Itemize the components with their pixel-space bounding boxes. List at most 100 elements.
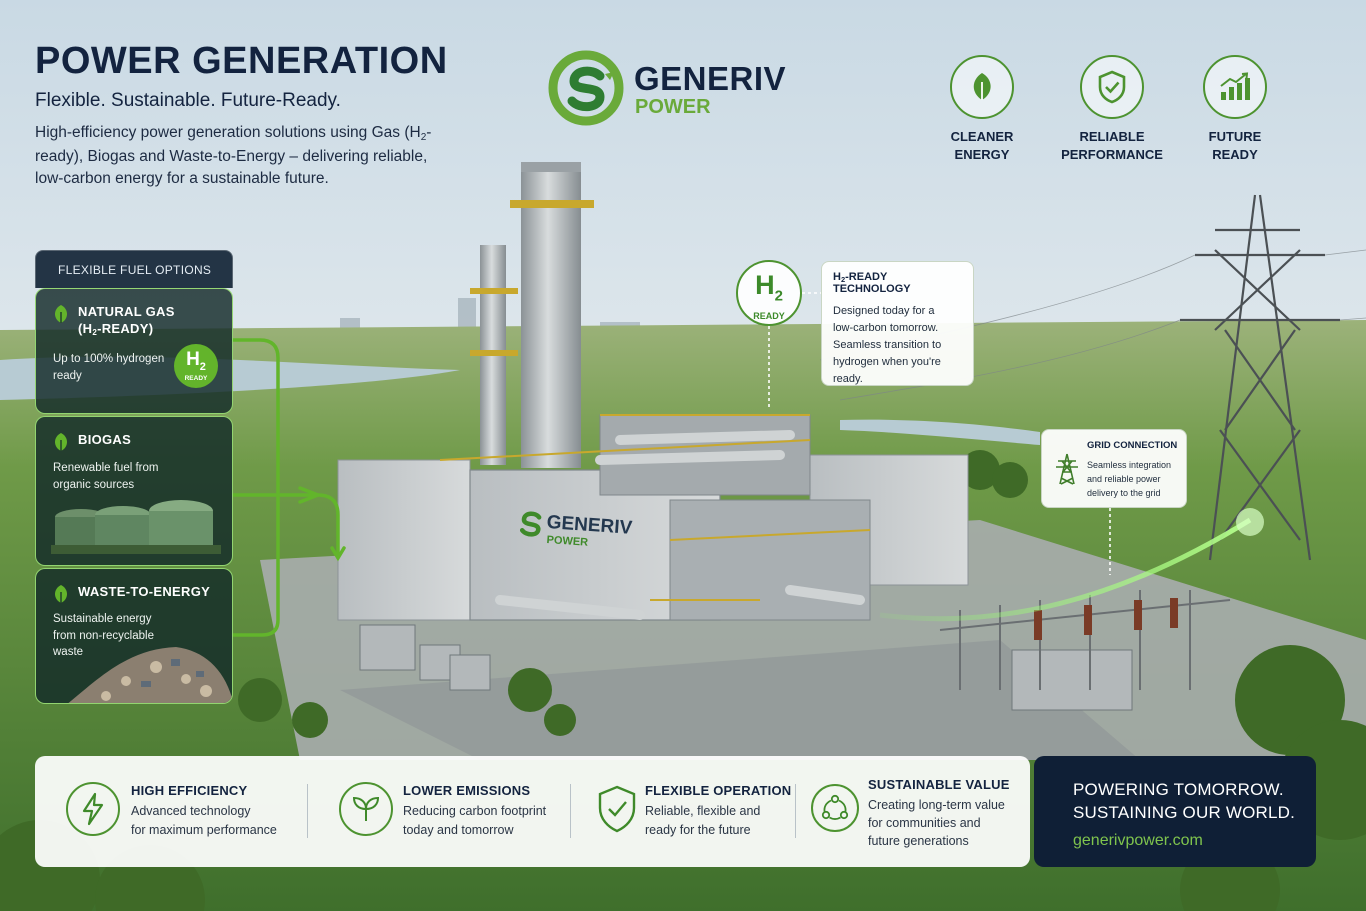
feature-line-1: Reliable, flexible and <box>645 804 761 818</box>
plant-wall-logo: GENERIV POWER <box>514 506 637 564</box>
sprout-icon <box>339 782 393 836</box>
callout-line-2: and reliable power <box>1087 474 1161 484</box>
feature-line-2: today and tomorrow <box>403 823 514 837</box>
lightning-icon <box>66 782 120 836</box>
callout-line-2: low-carbon tomorrow. <box>833 322 939 334</box>
intro-text: High-efficiency power generation solutio… <box>35 122 435 190</box>
feature-line-1: Creating long-term value <box>868 798 1005 812</box>
tagline-line-2: SUSTAINING OUR WORLD. <box>1073 803 1296 822</box>
page-title: POWER GENERATION <box>35 40 448 82</box>
h2-badge-letter: H <box>186 349 200 370</box>
fuel-desc-line-1: Up to 100% hydrogen <box>53 353 165 365</box>
intro-text-part-2: -ready), Biogas and Waste-to-Energy – de… <box>35 124 432 187</box>
logo-swirl-icon <box>519 511 542 537</box>
feature-title: HIGH EFFICIENCY <box>131 783 248 798</box>
fuel-name: WASTE-TO-ENERGY <box>78 584 211 599</box>
callout-title-subscript: 2 <box>840 275 846 284</box>
tagline-panel: POWERING TOMORROW. SUSTAINING OUR WORLD.… <box>1034 756 1316 867</box>
fuel-options-panel: FLEXIBLE FUEL OPTIONS NATURAL GAS(H2-REA… <box>35 250 233 704</box>
callout-line-1: Designed today for a <box>833 305 935 317</box>
logo-submark: POWER <box>635 96 711 118</box>
fuel-description: Up to 100% hydrogen ready <box>53 351 164 384</box>
fuel-desc-line-2: ready <box>53 369 82 382</box>
leaf-icon <box>950 55 1014 119</box>
fuel-panel-header: FLEXIBLE FUEL OPTIONS <box>35 250 233 288</box>
divider <box>570 784 571 838</box>
h2-badge-ready: READY <box>753 311 785 322</box>
shield-check-icon <box>1080 55 1144 119</box>
feature-line-2: ready for the future <box>645 823 751 837</box>
callout-title-part-b: -READY TECHNOLOGY <box>833 271 911 295</box>
badge-future-ready: FUTURE READY <box>1170 55 1300 164</box>
grid-connection-callout: GRID CONNECTION Seamless integration and … <box>1041 429 1187 508</box>
fuel-name: BIOGAS <box>78 432 132 447</box>
feature-sustainable-value: SUSTAINABLE VALUE Creating long-term val… <box>797 756 1030 867</box>
logo-wordmark: GENERIV <box>634 60 787 97</box>
company-logo: GENERIV POWER <box>548 50 808 130</box>
leaf-icon <box>55 585 67 603</box>
callout-text: Seamless integration and reliable power de… <box>1087 458 1187 500</box>
badge-label-line-2: PERFORMANCE <box>1061 147 1163 162</box>
intro-text-subscript: 2 <box>420 132 427 143</box>
h2-ready-callout-badge: H2 READY <box>736 260 802 326</box>
fuel-desc-line-1: Renewable fuel from <box>53 462 159 474</box>
website-link[interactable]: generivpower.com <box>1073 832 1203 849</box>
logo-swirl-icon <box>548 50 624 126</box>
badge-label-line-2: READY <box>1212 147 1258 162</box>
badge-label-line-2: ENERGY <box>954 147 1010 162</box>
badge-label-line-1: FUTURE <box>1208 129 1262 144</box>
feature-title: FLEXIBLE OPERATION <box>645 783 792 798</box>
h2-badge-letter: H <box>755 270 775 300</box>
callout-title-part-a: H <box>833 271 841 283</box>
fuel-name-line-2a: (H <box>78 321 93 336</box>
callout-title: GRID CONNECTION <box>1087 440 1178 451</box>
recycle-icon <box>811 784 859 832</box>
h2-badge-ready: READY <box>184 374 208 382</box>
feature-text: Reliable, flexible and ready for the futu… <box>645 802 760 840</box>
fuel-name-line-1: NATURAL GAS <box>78 304 175 319</box>
h2-badge-subscript: 2 <box>199 360 206 373</box>
h2-technology-callout: H2-READY TECHNOLOGY Designed today for a… <box>821 261 974 386</box>
callout-line-5: ready. <box>833 373 863 385</box>
badge-reliable-performance: RELIABLE PERFORMANCE <box>1047 55 1177 164</box>
tagline-line-1: POWERING TOMORROW. <box>1073 780 1284 799</box>
callout-line-4: hydrogen when you're <box>833 356 941 368</box>
shield-check-icon <box>590 782 644 836</box>
fuel-description: Renewable fuel from organic sources <box>53 460 158 493</box>
feature-high-efficiency: HIGH EFFICIENCY Advanced technology for m… <box>35 756 305 867</box>
callout-line-3: Seamless transition to <box>833 339 942 351</box>
plant-submark: POWER <box>546 533 589 549</box>
features-bar: HIGH EFFICIENCY Advanced technology for m… <box>35 756 1030 867</box>
fuel-name: NATURAL GAS (H2-READY) <box>78 303 175 339</box>
fuel-desc-line-2: organic sources <box>53 478 135 491</box>
badge-label-line-1: RELIABLE <box>1079 129 1145 144</box>
badge-cleaner-energy: CLEANER ENERGY <box>917 55 1047 164</box>
feature-text: Creating long-term value for communities … <box>868 796 1005 850</box>
feature-title: LOWER EMISSIONS <box>403 783 531 798</box>
divider <box>795 784 796 838</box>
h2-badge-subscript: 2 <box>774 287 783 305</box>
callout-title: H2-READY TECHNOLOGY <box>833 271 962 295</box>
leaf-icon <box>55 305 67 323</box>
feature-line-2: for communities and <box>868 816 981 830</box>
callout-line-1: Seamless integration <box>1087 460 1172 470</box>
feature-text: Advanced technology for maximum performan… <box>131 802 277 840</box>
fuel-name-line-2b: -READY) <box>97 321 154 336</box>
divider <box>307 784 308 838</box>
transmission-tower-icon <box>1056 453 1078 485</box>
leaf-icon <box>55 433 67 451</box>
feature-line-2: for maximum performance <box>131 823 277 837</box>
feature-title: SUSTAINABLE VALUE <box>868 777 1010 792</box>
badge-label-line-1: CLEANER <box>950 129 1014 144</box>
intro-text-part-1: High-efficiency power generation solutio… <box>35 124 421 141</box>
feature-line-1: Advanced technology <box>131 804 251 818</box>
page-subtitle: Flexible. Sustainable. Future-Ready. <box>35 90 341 111</box>
callout-line-3: delivery to the grid <box>1087 488 1161 498</box>
callout-text: Designed today for a low-carbon tomorrow.… <box>833 303 962 388</box>
h2-ready-badge: H2 READY <box>174 344 218 388</box>
fuel-name-subscript: 2 <box>92 328 98 337</box>
growth-chart-icon <box>1203 55 1267 119</box>
